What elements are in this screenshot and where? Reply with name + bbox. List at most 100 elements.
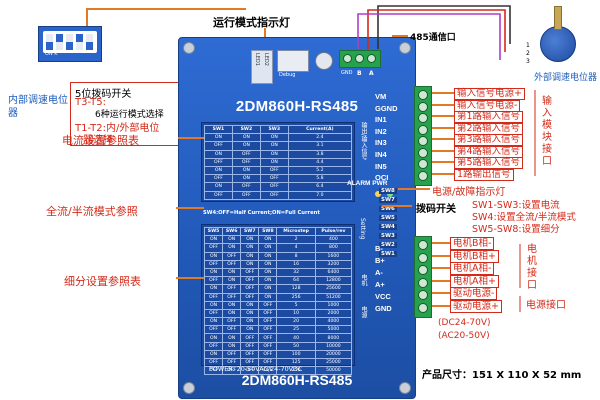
input-pin[interactable] — [418, 159, 428, 169]
motor-arrow — [432, 254, 450, 257]
led1-label: LED1 — [254, 53, 260, 66]
motor-label-2: 电机B相+ — [450, 249, 499, 263]
input-term-in2: IN2 — [375, 126, 387, 136]
input-label-6: 第4路输入信号 — [454, 145, 524, 158]
power-spec-text: POWER: 20-50VAC/24-70VDC — [209, 365, 303, 373]
led2-label: LED2 — [263, 53, 269, 66]
comm-pin-b: B — [357, 70, 362, 77]
sw-desc-2: SW4:设置全流/半流模式 — [472, 212, 576, 223]
motor-pin[interactable] — [418, 252, 428, 263]
comm-terminal[interactable] — [339, 50, 381, 68]
input-pin[interactable] — [418, 124, 428, 135]
led-block: LED1 LED2 — [251, 50, 273, 84]
half-full-text: SW4:OFF=Half Current;ON=Full Current — [203, 210, 320, 216]
input-term-oci: OCI — [375, 173, 389, 183]
external-pot-shaft — [554, 6, 562, 30]
motor-arrow — [432, 304, 450, 307]
dip-switch-label: 拨码开关 — [416, 204, 456, 215]
dip-key-3[interactable] — [66, 34, 73, 50]
dip-key-knob — [56, 42, 63, 50]
input-arrow — [432, 115, 454, 117]
motor-pin[interactable] — [418, 277, 428, 288]
external-pot-icon — [540, 26, 576, 62]
comm-port-label: 485通信口 — [410, 33, 456, 43]
table-cell: 7.0 — [287, 190, 353, 200]
dip-on-label: ON K — [45, 51, 58, 57]
internal-pot-label: 内部调速电位器 — [8, 95, 68, 119]
sw-desc-3: SW5-SW8:设置细分 — [472, 224, 560, 235]
driver-model-bottom: 2DM860H-RS485 — [241, 372, 353, 388]
alarm-led — [375, 191, 381, 197]
motor-pin[interactable] — [418, 302, 428, 313]
input-pin[interactable] — [418, 90, 428, 100]
input-label-1: 输入信号电源+ — [454, 88, 525, 100]
input-pin[interactable] — [418, 147, 428, 158]
debug-label: Debug — [279, 72, 296, 78]
sw-label-sw1: SW1 — [379, 251, 397, 257]
half-full-ref-label: 全流/半流模式参照 — [46, 205, 138, 218]
dip-key-knob — [76, 42, 83, 50]
table-cell: 250 — [276, 366, 316, 376]
dip-switch-photo: ON K — [38, 26, 102, 62]
pot-pin-1: 1 — [526, 42, 530, 49]
input-pin[interactable] — [418, 170, 428, 181]
motor-term-bplus: B+ — [375, 256, 385, 265]
driver-model: 2DM860H-RS485 — [235, 98, 359, 115]
input-arrow — [432, 149, 454, 152]
input-pin[interactable] — [418, 113, 428, 123]
internal-pot-knob[interactable] — [315, 52, 333, 70]
motor-arrow — [432, 242, 450, 244]
motor-term-vcc: VCC — [375, 292, 391, 301]
motor-arrow — [432, 279, 450, 282]
input-label-7: 第5路输入信号 — [454, 157, 524, 169]
dip5-t1t2-a: T1-T2:内/外部电位 — [75, 123, 160, 134]
power-range-b: (AC20-50V) — [438, 331, 490, 341]
input-label-2: 输入信号电源- — [454, 99, 521, 112]
dip5-t3t5-a: T3-T5: — [75, 97, 107, 108]
alarm-pwr-label: ALARM PWR — [347, 180, 388, 187]
fault-led-label: 电源/故障指示灯 — [432, 187, 506, 198]
pot-pin-3: 3 — [526, 58, 530, 65]
input-arrow — [432, 126, 454, 129]
dip-key-5[interactable] — [86, 34, 93, 50]
dip5-t1t2-b: 器选择 — [83, 135, 113, 146]
setting-side-label: Setting — [359, 218, 366, 240]
input-module-label-b: 块接口 — [542, 132, 552, 167]
motor-label-1: 电机B相- — [450, 237, 495, 250]
dip-key-2[interactable] — [56, 34, 63, 50]
input-term-vm: VM — [375, 92, 387, 101]
sw-label-sw2: SW2 — [379, 242, 397, 248]
input-arrow — [432, 103, 454, 106]
dip5-title: 5位拨码开关 — [75, 89, 132, 100]
motor-term-aminus: A- — [375, 268, 383, 277]
dip5-t3t5-b: 6种运行模式选择 — [95, 110, 164, 120]
input-pin[interactable] — [418, 101, 428, 112]
pwr-led — [387, 191, 393, 197]
dip-key-4[interactable] — [76, 34, 83, 50]
motor-pin[interactable] — [418, 265, 428, 275]
motor-pin[interactable] — [418, 240, 428, 250]
input-arrow — [432, 172, 454, 175]
input-pin[interactable] — [418, 136, 428, 146]
motor-arrow — [432, 267, 450, 269]
debug-port[interactable] — [277, 50, 309, 72]
pot-pin-2: 2 — [526, 50, 530, 57]
sw-label-sw5: SW5 — [379, 215, 397, 221]
external-pot-label: 外部调速电位器 — [534, 73, 598, 83]
sw-label-sw8: SW8 — [379, 188, 397, 194]
dip-key-knob — [46, 34, 53, 42]
dip-key-1[interactable] — [46, 34, 53, 50]
input-term-in3: IN3 — [375, 138, 387, 148]
motor-label-3: 电机A相- — [450, 262, 495, 275]
input-term-in5: IN5 — [375, 161, 387, 171]
motor-label-6: 驱动电源+ — [450, 299, 502, 313]
motor-pin[interactable] — [418, 290, 428, 300]
